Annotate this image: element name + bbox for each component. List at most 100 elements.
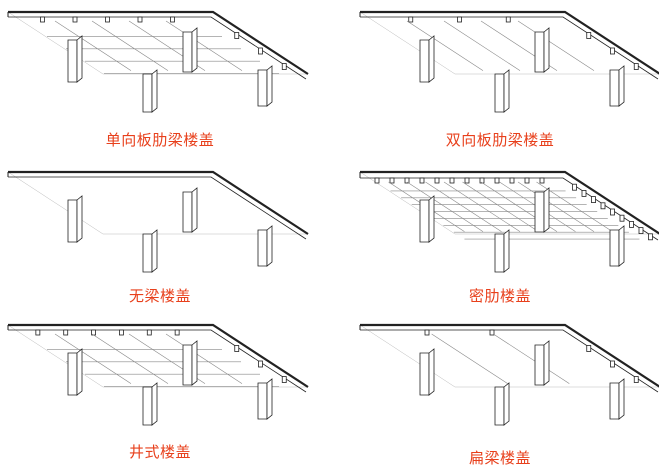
one-way-ribbed-rib-notch <box>170 16 175 23</box>
dense-rib-column-side <box>503 229 510 273</box>
dense-rib-beam <box>517 181 595 232</box>
dense-rib-column-side <box>543 187 550 233</box>
caption-two-way-ribbed: 双向板肋梁楼盖 <box>445 131 555 149</box>
panel-beamless <box>7 170 309 273</box>
flat-beam-beam <box>431 333 508 384</box>
one-way-ribbed-rib-notch <box>72 16 78 23</box>
waffle-rib-notch <box>63 329 69 336</box>
flat-beam-column-side <box>618 378 625 420</box>
flat-beam-column <box>419 352 430 396</box>
dense-rib-rib-notch <box>479 177 485 184</box>
dense-rib-rib-notch <box>524 177 530 184</box>
one-way-ribbed-column-side <box>191 27 198 73</box>
two-way-ribbed-rib-notch <box>408 16 414 23</box>
one-way-ribbed-column-side <box>76 35 83 83</box>
beamless-column <box>257 229 268 267</box>
dense-rib-column <box>534 191 545 233</box>
dense-rib-column <box>419 199 430 243</box>
panel-two-way-ribbed <box>359 10 659 113</box>
waffle-rib-notch-side <box>281 376 287 383</box>
dense-rib-beam <box>462 181 539 232</box>
one-way-ribbed-column <box>67 39 78 83</box>
one-way-ribbed-beam <box>91 20 169 71</box>
flat-beam-rib-notch <box>489 329 495 336</box>
panel-waffle <box>7 323 309 426</box>
beamless-column <box>142 233 153 273</box>
waffle-column <box>142 386 153 426</box>
dense-rib-column-side <box>428 195 435 243</box>
waffle-column <box>182 344 193 386</box>
one-way-ribbed-rib-notch <box>137 16 143 23</box>
waffle-beam <box>54 333 132 384</box>
dense-rib-rib-notch <box>539 177 545 184</box>
waffle-column-side <box>76 348 83 396</box>
dense-rib-rib-notch-side <box>619 214 625 222</box>
flat-beam-column <box>494 386 505 426</box>
dense-rib-rib-notch-side <box>638 227 644 235</box>
two-way-ribbed-column-side <box>618 65 625 107</box>
dense-rib-rib-notch <box>404 177 410 184</box>
two-way-ribbed-rib-notch-side <box>633 63 639 70</box>
two-way-ribbed-slab-edge <box>360 10 659 75</box>
beamless-column-side <box>76 195 83 243</box>
two-way-ribbed-rib-notch-side <box>610 47 615 55</box>
dense-rib-rib-notch-side <box>600 202 606 210</box>
dense-rib-rib-notch <box>494 177 500 184</box>
two-way-ribbed-rib-notch-side <box>586 32 592 39</box>
waffle-column-side <box>266 378 273 420</box>
waffle-slab-edge-bottom <box>8 329 307 393</box>
waffle-column <box>257 382 268 420</box>
flat-beam-rib-notch-side <box>610 360 615 368</box>
one-way-ribbed-slab-edge <box>8 10 309 75</box>
caption-dense-rib: 密肋楼盖 <box>468 287 531 305</box>
two-way-ribbed-beam <box>443 20 521 71</box>
dense-rib-rib-notch <box>449 177 455 184</box>
caption-waffle: 井式楼盖 <box>128 443 191 461</box>
dense-rib-rib-notch <box>464 177 470 184</box>
flat-beam-column-side <box>543 340 550 386</box>
dense-rib-beam <box>443 181 521 232</box>
waffle-column-side <box>191 340 198 386</box>
beamless-slab-underside <box>7 171 309 235</box>
waffle-column-side <box>151 382 158 426</box>
one-way-ribbed-slab-underside <box>7 11 309 75</box>
flat-beam-column-side <box>428 348 435 396</box>
one-way-ribbed-column-side <box>151 69 158 113</box>
dense-rib-rib-notch <box>419 177 425 184</box>
one-way-ribbed-beam <box>165 20 243 71</box>
flat-beam-column-side <box>503 382 510 426</box>
caption-one-way-ribbed: 单向板肋梁楼盖 <box>105 131 215 149</box>
caption-beamless: 无梁楼盖 <box>128 287 191 305</box>
beamless-slab-edge-bottom <box>8 176 307 240</box>
dense-rib-rib-notch-side <box>581 189 587 197</box>
dense-rib-slab-edge <box>360 170 659 235</box>
dense-rib-rib-notch-side <box>572 183 577 191</box>
beamless-column <box>67 199 78 243</box>
flat-beam-column <box>609 382 620 420</box>
waffle-slab-edge <box>8 323 309 388</box>
dense-rib-rib-notch <box>374 177 380 184</box>
dense-rib-beam <box>425 181 502 232</box>
two-way-ribbed-rib-notch <box>505 16 511 23</box>
two-way-ribbed-column-side <box>428 35 435 83</box>
beamless-column <box>182 191 193 233</box>
flat-beam-rib-notch <box>424 329 430 336</box>
dense-rib-rib-notch-side <box>591 196 596 204</box>
dense-rib-column-side <box>618 225 625 267</box>
two-way-ribbed-column-side <box>543 27 550 73</box>
one-way-ribbed-column <box>257 69 268 107</box>
panel-dense-rib <box>359 170 659 273</box>
one-way-ribbed-beam <box>54 20 132 71</box>
dense-rib-rib-notch <box>434 177 440 184</box>
one-way-ribbed-rib-notch-side <box>234 32 240 39</box>
two-way-ribbed-column <box>534 31 545 73</box>
panel-one-way-ribbed <box>7 10 309 113</box>
flat-beam-column <box>534 344 545 386</box>
waffle-rib-notch <box>146 329 152 336</box>
dense-rib-rib-notch-side <box>610 208 615 216</box>
dense-rib-column <box>609 229 620 267</box>
waffle-rib-notch <box>174 329 180 336</box>
dense-rib-rib-notch <box>509 177 515 184</box>
one-way-ribbed-rib-notch-side <box>281 63 287 70</box>
